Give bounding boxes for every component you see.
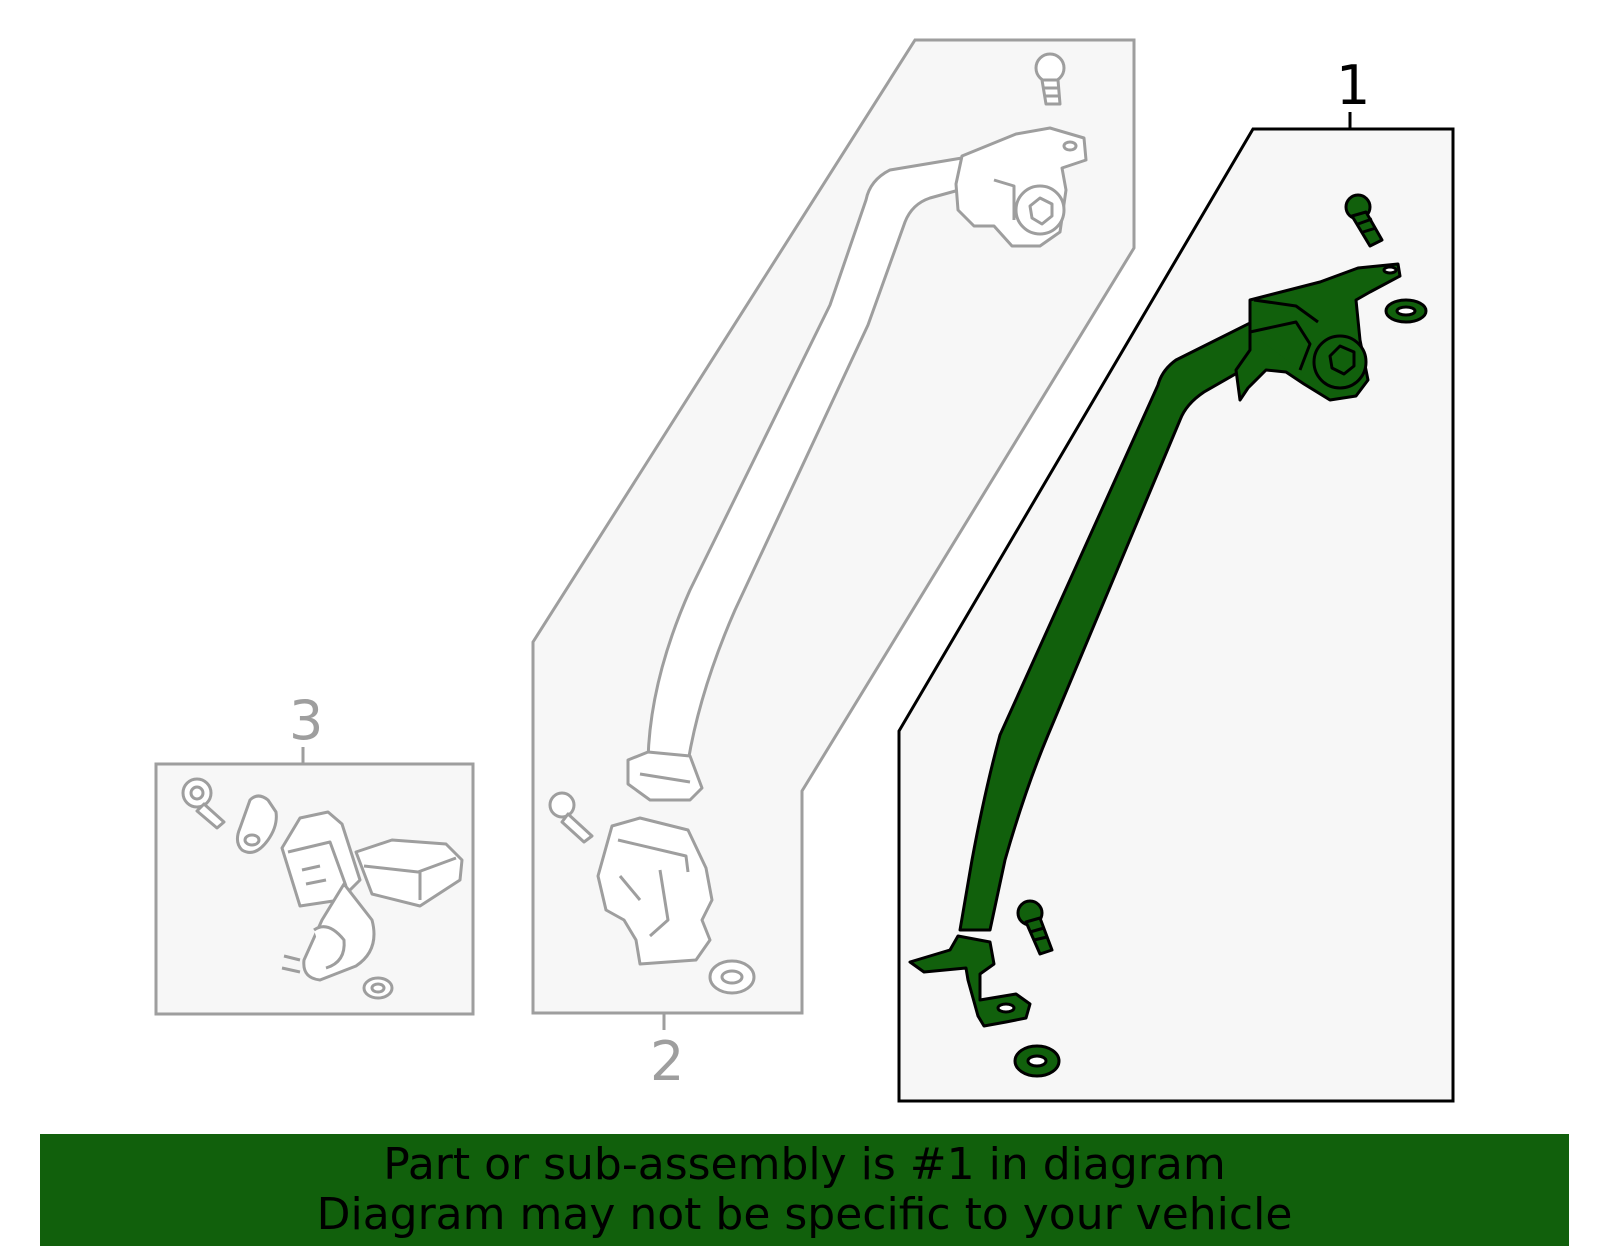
callout-1-label: 1 [1336,54,1370,117]
belt-1-top-bolt-icon [1344,193,1384,248]
buckle-washer-icon [362,976,394,1000]
buckle-parts [181,777,464,1000]
belt-1-lower-washer-icon [1013,1044,1061,1078]
belt-2-lower-anchor-icon [596,816,714,966]
belt-2-guide-icon [626,750,704,802]
panel-3: 3 [154,689,475,1016]
banner-background [40,1134,1569,1246]
belt-2-parts [548,52,1088,995]
panel-2: 2 [531,38,1136,1093]
banner-line-disclaimer: Diagram may not be specific to your vehi… [316,1189,1293,1240]
belt-1-webbing [958,298,1314,932]
callout-3-label: 3 [289,689,323,752]
callout-2-label: 2 [650,1030,684,1093]
buckle-body-icon [280,810,362,908]
belt-1-retractor-icon [1234,262,1402,402]
buckle-lower-strap-icon [281,882,376,982]
belt-1-top-washer-icon [1384,298,1428,324]
buckle-tongue-icon [354,838,464,908]
belt-1-parts [908,193,1428,1078]
belt-1-lower-anchor-icon [908,934,1032,1028]
belt-2-top-bolt-icon [1034,52,1066,106]
panel-1: 1 [897,54,1455,1103]
buckle-bolt-icon [181,777,226,830]
notice-banner: Part or sub-assembly is #1 in diagram Di… [40,1134,1569,1246]
belt-2-retractor-icon [954,126,1088,248]
banner-line-part-number: Part or sub-assembly is #1 in diagram [383,1139,1226,1190]
buckle-anchor-tab-icon [235,794,278,854]
belt-2-middle-bolt-icon [548,791,594,844]
belt-2-washer-icon [708,959,756,995]
belt-1-lower-bolt-icon [1016,899,1054,956]
